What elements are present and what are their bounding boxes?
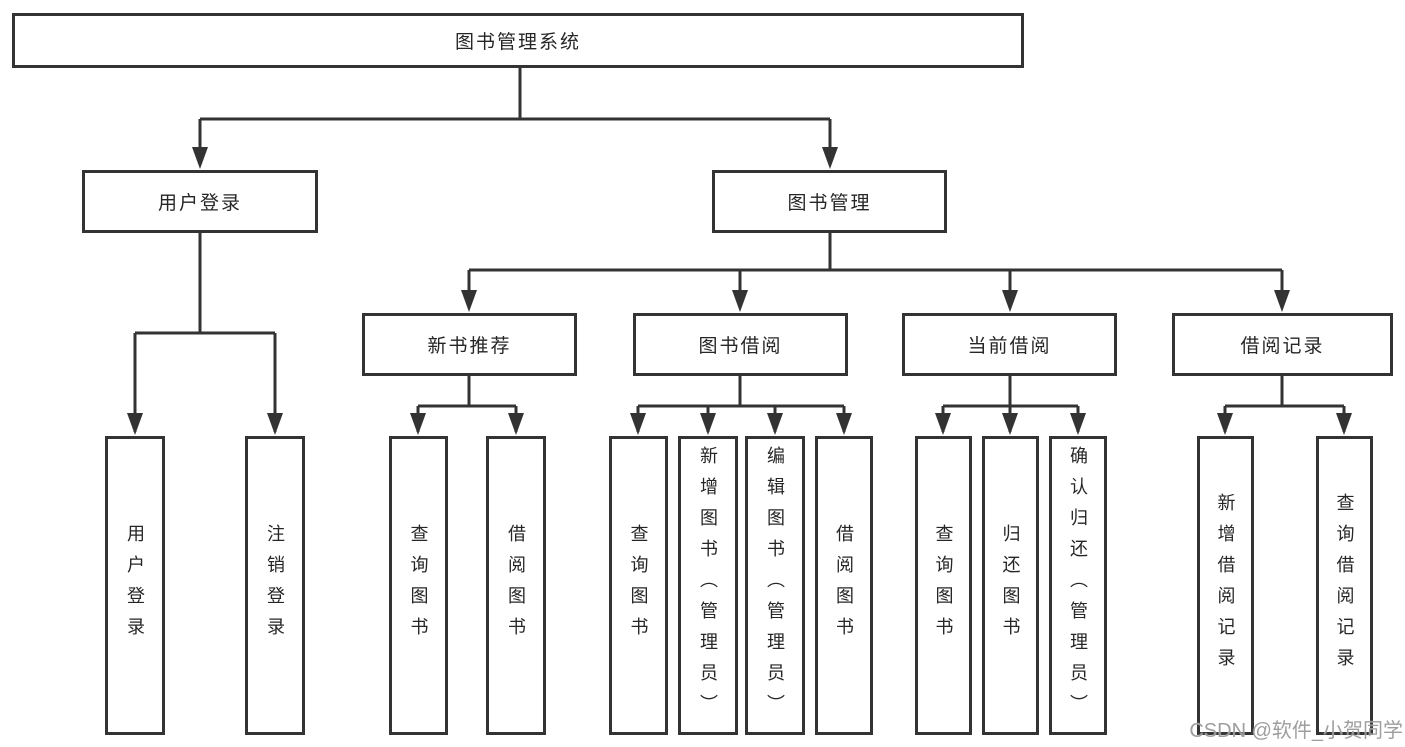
node-label: 查询图书 xyxy=(628,523,649,648)
leaf-query-borrow-record: 查询借阅记录 xyxy=(1316,436,1373,735)
leaf-return-books: 归还图书 xyxy=(982,436,1039,735)
node-label: 查询图书 xyxy=(408,523,429,648)
arrow-down-icon xyxy=(410,413,426,435)
arrow-down-icon xyxy=(1274,290,1290,312)
node-library-system: 图书管理系统 xyxy=(12,13,1024,68)
node-label: 新书推荐 xyxy=(427,336,512,357)
node-label: 用户登录 xyxy=(157,193,242,214)
arrow-down-icon xyxy=(836,413,852,435)
arrow-down-icon xyxy=(1002,413,1018,435)
leaf-logout: 注销登录 xyxy=(245,436,305,735)
arrow-down-icon xyxy=(1070,413,1086,435)
connector-book-management xyxy=(467,233,1284,308)
arrow-down-icon xyxy=(1002,290,1018,312)
node-label: 注销登录 xyxy=(265,523,285,648)
arrow-down-icon xyxy=(127,413,143,435)
arrow-down-icon xyxy=(822,147,838,169)
leaf-user-login: 用户登录 xyxy=(105,436,165,735)
node-label: 借阅记录 xyxy=(1240,336,1325,357)
node-current-borrow: 当前借阅 xyxy=(902,313,1117,376)
node-book-management: 图书管理 xyxy=(712,170,947,233)
node-label: 查询图书 xyxy=(933,523,954,648)
node-label: 借阅图书 xyxy=(506,523,526,648)
arrowheads xyxy=(127,147,1352,435)
leaf-query-books-current: 查询图书 xyxy=(915,436,972,735)
node-borrow-records: 借阅记录 xyxy=(1172,313,1393,376)
arrow-down-icon xyxy=(461,290,477,312)
leaf-confirm-return-admin: 确认归还（管理员） xyxy=(1049,436,1107,735)
node-label: 新增借阅记录 xyxy=(1215,492,1236,679)
leaf-query-books-borrow: 查询图书 xyxy=(609,436,668,735)
node-label: 编辑图书（管理员） xyxy=(765,446,785,725)
arrow-down-icon xyxy=(630,413,646,435)
connector-user-login xyxy=(133,233,277,432)
leaf-borrow-books-recommend: 借阅图书 xyxy=(486,436,546,735)
node-label: 新增图书（管理员） xyxy=(698,446,718,725)
node-user-login: 用户登录 xyxy=(82,170,318,233)
arrow-down-icon xyxy=(935,413,951,435)
leaf-add-books-admin: 新增图书（管理员） xyxy=(678,436,738,735)
arrow-down-icon xyxy=(1336,413,1352,435)
node-label: 查询借阅记录 xyxy=(1334,492,1355,679)
node-label: 用户登录 xyxy=(125,523,145,648)
node-label: 图书管理系统 xyxy=(454,32,581,53)
arrow-down-icon xyxy=(192,147,208,169)
connector-book-borrow xyxy=(636,376,846,432)
node-label: 当前借阅 xyxy=(967,336,1052,357)
leaf-edit-books-admin: 编辑图书（管理员） xyxy=(745,436,805,735)
node-label: 确认归还（管理员） xyxy=(1068,446,1088,725)
node-label: 图书管理 xyxy=(787,193,872,214)
connector-root xyxy=(198,68,832,165)
arrow-down-icon xyxy=(732,290,748,312)
connector-current-borrow xyxy=(941,376,1080,432)
node-new-book-recommend: 新书推荐 xyxy=(362,313,577,376)
node-label: 借阅图书 xyxy=(834,523,854,648)
leaf-query-books-recommend: 查询图书 xyxy=(389,436,448,735)
arrow-down-icon xyxy=(700,413,716,435)
csdn-watermark: CSDN @软件_小贺同学 xyxy=(1189,720,1403,742)
leaf-borrow-books: 借阅图书 xyxy=(815,436,873,735)
arrow-down-icon xyxy=(267,413,283,435)
node-label: 图书借阅 xyxy=(698,336,783,357)
arrow-down-icon xyxy=(767,413,783,435)
connector-borrow-records xyxy=(1223,376,1346,432)
node-label: 归还图书 xyxy=(1000,523,1021,648)
leaf-add-borrow-record: 新增借阅记录 xyxy=(1197,436,1254,735)
arrow-down-icon xyxy=(1217,413,1233,435)
node-book-borrow: 图书借阅 xyxy=(633,313,848,376)
arrow-down-icon xyxy=(508,413,524,435)
connector-new-book-recommend xyxy=(416,376,518,432)
